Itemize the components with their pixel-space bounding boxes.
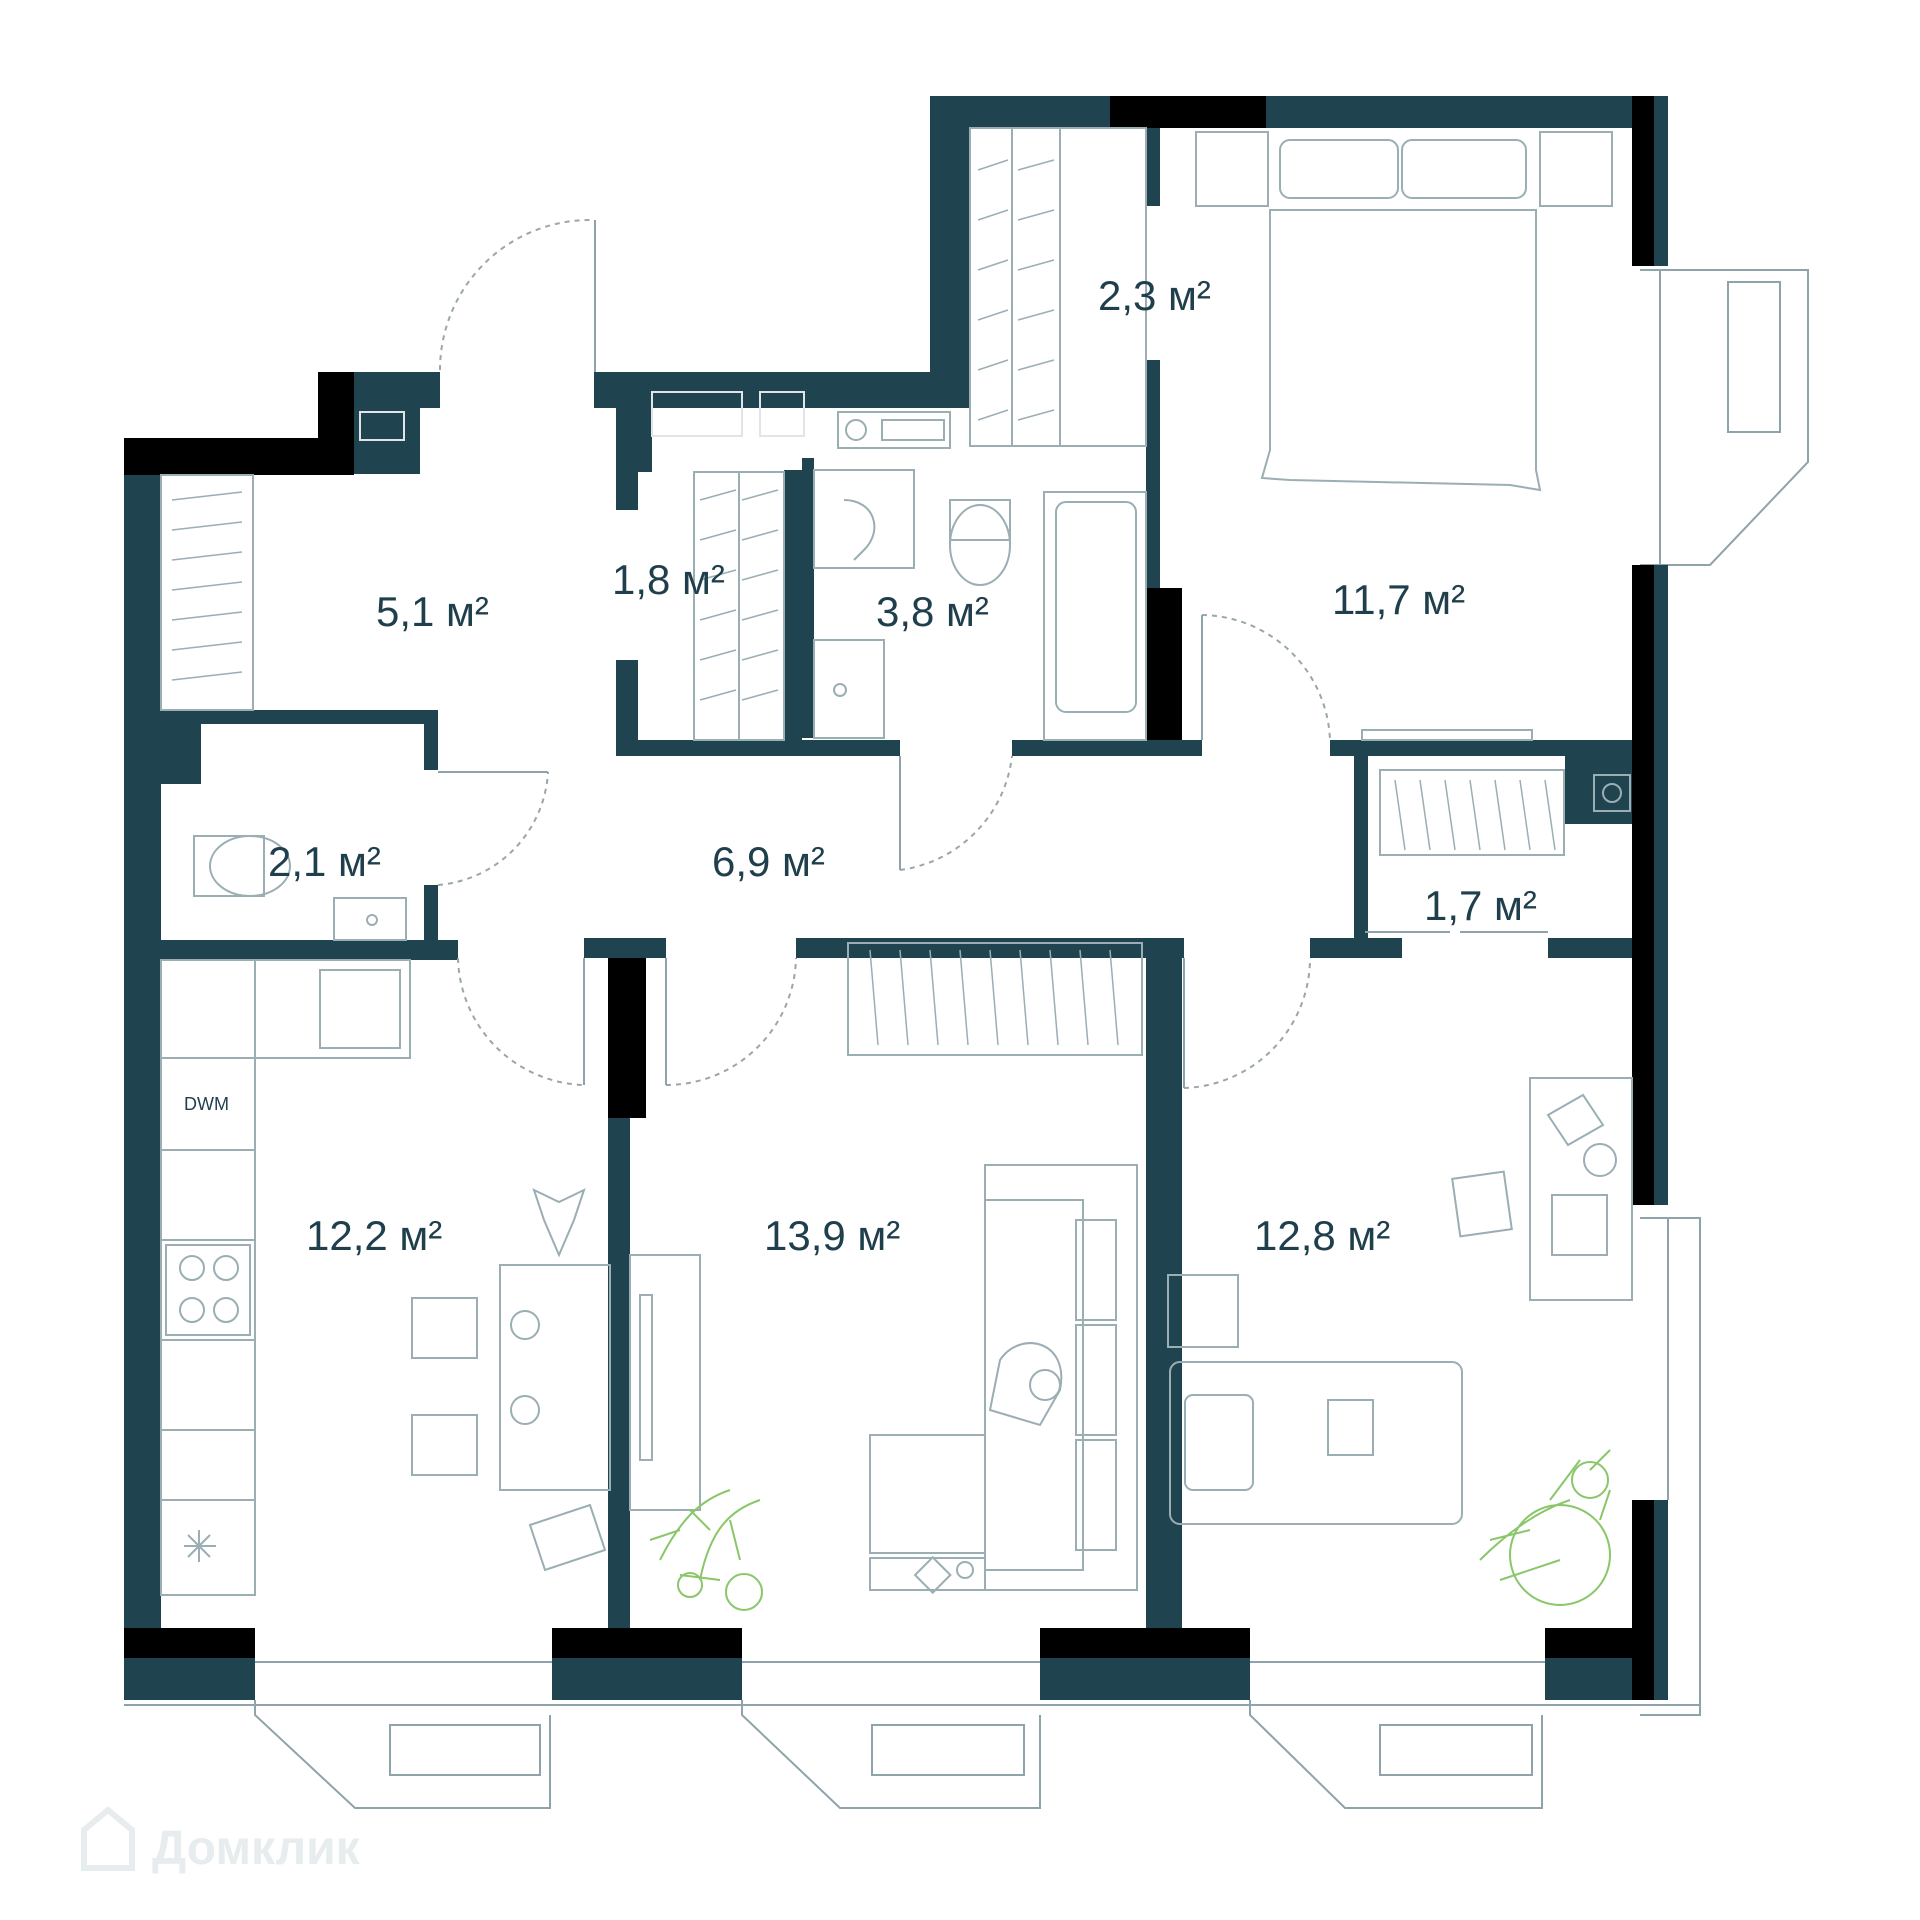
- area-label-hallway: 6,9 м²: [712, 838, 825, 885]
- kids-room-furniture: [1167, 1077, 1633, 1525]
- watermark-text: Домклик: [152, 1822, 361, 1875]
- watermark: Домклик: [81, 1806, 361, 1875]
- dishwasher-label: DWM: [184, 1094, 229, 1114]
- kitchen: [160, 959, 611, 1596]
- area-label-kitchen: 12,2 м²: [306, 1212, 442, 1259]
- area-label-closet: 1,7 м²: [1424, 882, 1537, 929]
- balcony-outlines: [124, 269, 1809, 1809]
- area-label-living-room: 13,9 м²: [764, 1212, 900, 1259]
- utility-niche: [651, 391, 1631, 812]
- house-logo-icon: [81, 1806, 135, 1871]
- door-swings: [437, 219, 1548, 1089]
- bedroom-furniture: [1195, 131, 1613, 741]
- area-label-kids-room: 12,8 м²: [1254, 1212, 1390, 1259]
- area-label-wardrobe-hall: 5,1 м²: [376, 588, 489, 635]
- area-labels: 2,3 м² 5,1 м² 1,8 м² 3,8 м² 11,7 м² 2,1 …: [184, 272, 1537, 1259]
- toilet-fixtures: [193, 835, 407, 941]
- area-label-bedroom: 11,7 м²: [1332, 576, 1465, 623]
- area-label-bathroom: 3,8 м²: [876, 588, 989, 635]
- wardrobes: [160, 127, 1565, 1056]
- area-label-toilet: 2,1 м²: [268, 838, 381, 885]
- area-label-storage-top: 2,3 м²: [1098, 272, 1211, 319]
- living-furniture: [629, 1164, 1138, 1595]
- plants: [649, 1449, 1611, 1611]
- bathroom-fixtures: [813, 469, 1147, 741]
- walls: [124, 96, 1668, 1700]
- area-label-wardrobe-mid: 1,8 м²: [612, 556, 725, 603]
